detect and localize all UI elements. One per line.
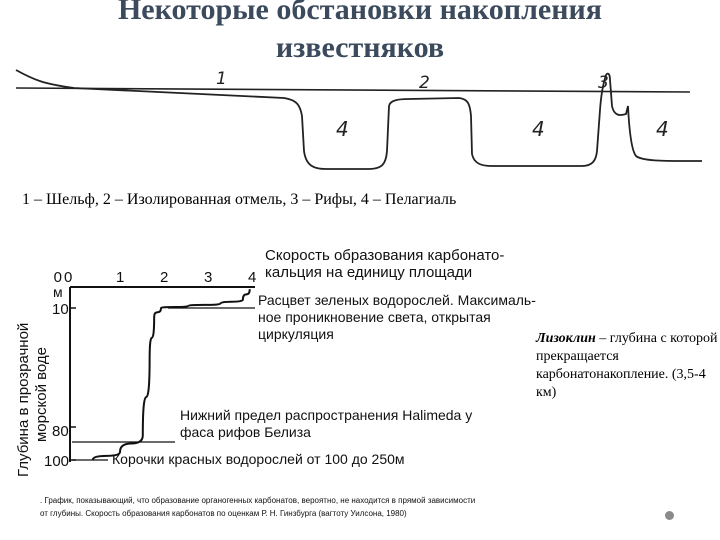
x-tick-label: 3: [204, 269, 212, 286]
carbonate-depth-graph: 0 1 2 3 4 0 м 10 80 100 Глубина в прозра…: [0, 222, 545, 540]
y-axis-title-line-1: Глубина в прозрачной: [15, 323, 32, 477]
slide-title: Некоторые обстановки накопления известня…: [0, 0, 720, 64]
y-tick-label: 80: [52, 423, 69, 440]
annotation-halimeda-line-2: фаса рифов Белиза: [180, 424, 311, 440]
x-axis-title-line-1: Скорость образования карбонато-: [265, 247, 504, 264]
y-unit-label: м: [53, 284, 63, 300]
annotation-green-algae-line-1: Расцвет зеленых водорослей. Максималь-: [258, 292, 536, 308]
graph-footnote-line-1: . График, показывающий, что образование …: [40, 496, 475, 505]
scheme-label-shelf: 1: [216, 69, 227, 89]
graph-footnote-line-2: от глубины. Скорость образования карбона…: [40, 509, 407, 518]
y-tick-label: 100: [44, 453, 69, 470]
annotation-green-algae-line-3: циркуляция: [258, 326, 334, 342]
lysocline-note: Лизоклин – глубина с которой прекращаетс…: [536, 330, 720, 402]
y-tick-label: 10: [52, 301, 69, 318]
scheme-label-pelagic-1: 4: [336, 117, 349, 141]
title-line-1: Некоторые обстановки накопления: [0, 0, 720, 26]
scheme-label-reefs: 3: [598, 73, 609, 93]
scheme-label-pelagic-3: 4: [656, 117, 669, 141]
decorative-bullet-dot: [665, 511, 674, 520]
scheme-label-isolated-shoal: 2: [419, 73, 430, 93]
x-axis-title-line-2: кальция на единицу площади: [265, 264, 472, 281]
annotation-green-algae-line-2: ное проникновение света, открытая: [258, 309, 491, 325]
y-axis-title-line-2: морской воде: [33, 347, 50, 442]
carbonate-depth-graph-panel: 0 1 2 3 4 0 м 10 80 100 Глубина в прозра…: [0, 222, 545, 540]
carbonate-settings-cross-section: 1 2 3 4 4 4: [14, 66, 704, 190]
x-tick-label: 0: [64, 269, 72, 286]
scheme-caption: 1 – Шельф, 2 – Изолированная отмель, 3 –…: [22, 191, 456, 209]
title-line-2: известняков: [0, 32, 720, 64]
lysocline-term: Лизоклин: [536, 331, 596, 346]
annotation-halimeda-line-1: Нижний предел распространения Halimeda у: [180, 407, 472, 423]
x-tick-label: 2: [160, 269, 168, 286]
annotation-red-algae: Корочки красных водорослей от 100 до 250…: [112, 451, 405, 467]
scheme-label-pelagic-2: 4: [532, 117, 545, 141]
x-tick-label: 4: [248, 269, 256, 286]
x-tick-label: 1: [116, 269, 124, 286]
